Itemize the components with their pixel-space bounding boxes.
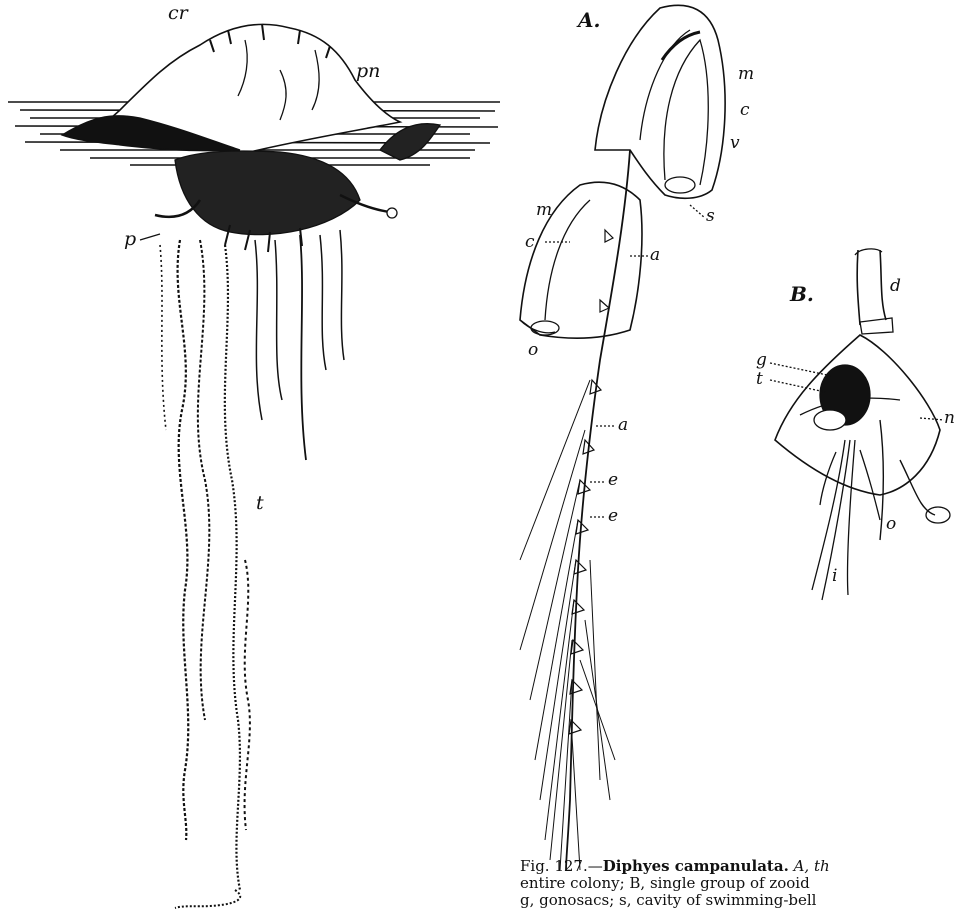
label-i: i xyxy=(832,566,837,586)
label-pn: pn xyxy=(356,60,380,82)
label-p: p xyxy=(124,228,136,250)
label-e-lower: e xyxy=(608,506,618,526)
label-s: s xyxy=(706,206,715,226)
label-fig-B: B. xyxy=(790,282,814,306)
figure-caption: Fig. 127.—Diphyes campanulata. A, th ent… xyxy=(520,858,954,909)
label-m-lower: m xyxy=(536,200,552,220)
caption-line-3: g, gonosacs; s, cavity of swimming-bell xyxy=(520,892,954,909)
label-m-upper: m xyxy=(738,64,754,84)
label-c-lower: c xyxy=(525,232,535,252)
label-a-upper: a xyxy=(650,245,660,265)
label-e-upper: e xyxy=(608,470,618,490)
label-c-upper: c xyxy=(740,100,750,120)
label-o: o xyxy=(528,340,538,360)
label-t-b: t xyxy=(756,369,763,389)
caption-title: Diphyes campanulata. xyxy=(603,857,789,875)
label-n: n xyxy=(944,408,954,428)
caption-line-2: entire colony; B, single group of zooid xyxy=(520,875,954,892)
caption-line-1: Fig. 127.—Diphyes campanulata. A, th xyxy=(520,858,954,875)
label-g: g xyxy=(756,350,767,370)
label-v: v xyxy=(730,133,740,153)
label-a-lower: a xyxy=(618,415,628,435)
label-o-b: o xyxy=(886,514,896,534)
label-fig-A: A. xyxy=(578,8,600,32)
label-d: d xyxy=(890,276,901,296)
label-t: t xyxy=(256,492,264,514)
caption-line-1-rest: A, th xyxy=(789,857,830,875)
label-cr: cr xyxy=(168,2,188,24)
caption-fig-number: Fig. 127.— xyxy=(520,857,603,875)
